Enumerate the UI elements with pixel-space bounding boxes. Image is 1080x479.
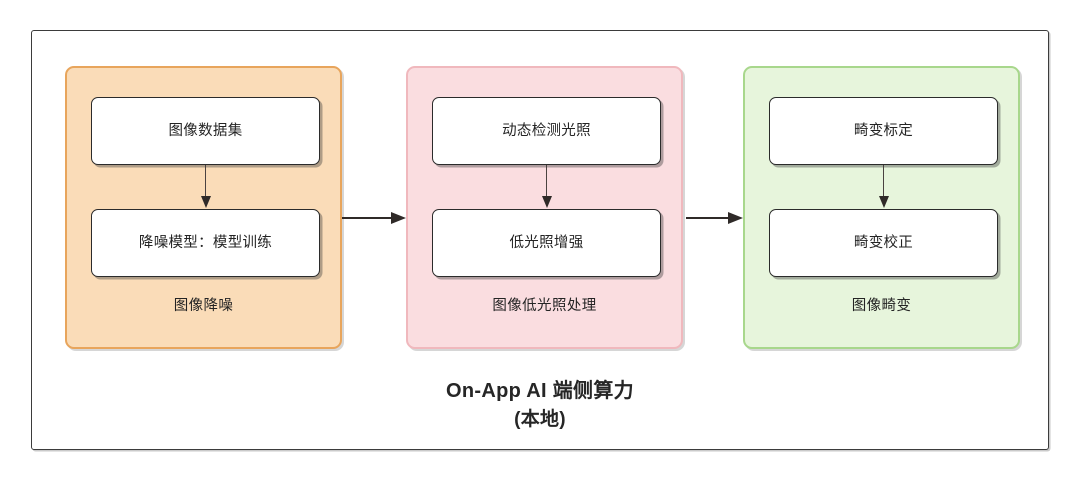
arrow-stem [205,165,207,198]
arrow-head [728,211,743,224]
arrow-head [391,211,406,224]
arrow-head [878,196,889,208]
node-distortion-calibration-label: 畸变标定 [853,122,914,139]
arrow-stem [883,165,885,198]
group-low-light-processing[interactable]: 动态检测光照 低光照增强 图像低光照处理 [406,66,683,349]
node-denoise-model-training[interactable]: 降噪模型：模型训练 [91,209,320,277]
arrow-denoise-to-lowlight-icon [342,211,406,225]
diagram-title-line2: (本地) [514,409,566,430]
arrow-calibration-to-correction-icon [878,165,889,209]
arrow-head [200,196,211,208]
node-denoise-model-training-label: 降噪模型：模型训练 [138,234,273,251]
node-low-light-enhancement-label: 低光照增强 [509,234,584,251]
node-dynamic-light-detection-label: 动态检测光照 [502,122,591,139]
node-distortion-correction-label: 畸变校正 [853,234,914,251]
group-low-light-processing-label: 图像低光照处理 [492,298,597,314]
group-image-denoise-label: 图像降噪 [173,298,234,314]
node-low-light-enhancement[interactable]: 低光照增强 [432,209,661,277]
arrow-stem [342,217,392,219]
arrow-head [541,196,552,208]
arrow-stem [546,165,548,198]
group-image-denoise[interactable]: 图像数据集 降噪模型：模型训练 图像降噪 [65,66,342,349]
diagram-title-line1: On-App AI 端侧算力 [446,380,634,402]
group-image-distortion[interactable]: 畸变标定 畸变校正 图像畸变 [743,66,1020,349]
group-image-distortion-label: 图像畸变 [851,298,912,314]
arrow-stem [686,217,729,219]
node-image-dataset-label: 图像数据集 [168,122,243,139]
node-dynamic-light-detection[interactable]: 动态检测光照 [432,97,661,165]
on-app-ai-container: 图像数据集 降噪模型：模型训练 图像降噪 动态检测光照 低光照增强 [31,30,1049,450]
node-distortion-calibration[interactable]: 畸变标定 [769,97,998,165]
node-image-dataset[interactable]: 图像数据集 [91,97,320,165]
node-distortion-correction[interactable]: 畸变校正 [769,209,998,277]
arrow-detection-to-enhancement-icon [541,165,552,209]
arrow-lowlight-to-distortion-icon [686,211,743,225]
diagram-title: On-App AI 端侧算力 (本地) [32,376,1048,435]
arrow-dataset-to-model-icon [200,165,211,209]
